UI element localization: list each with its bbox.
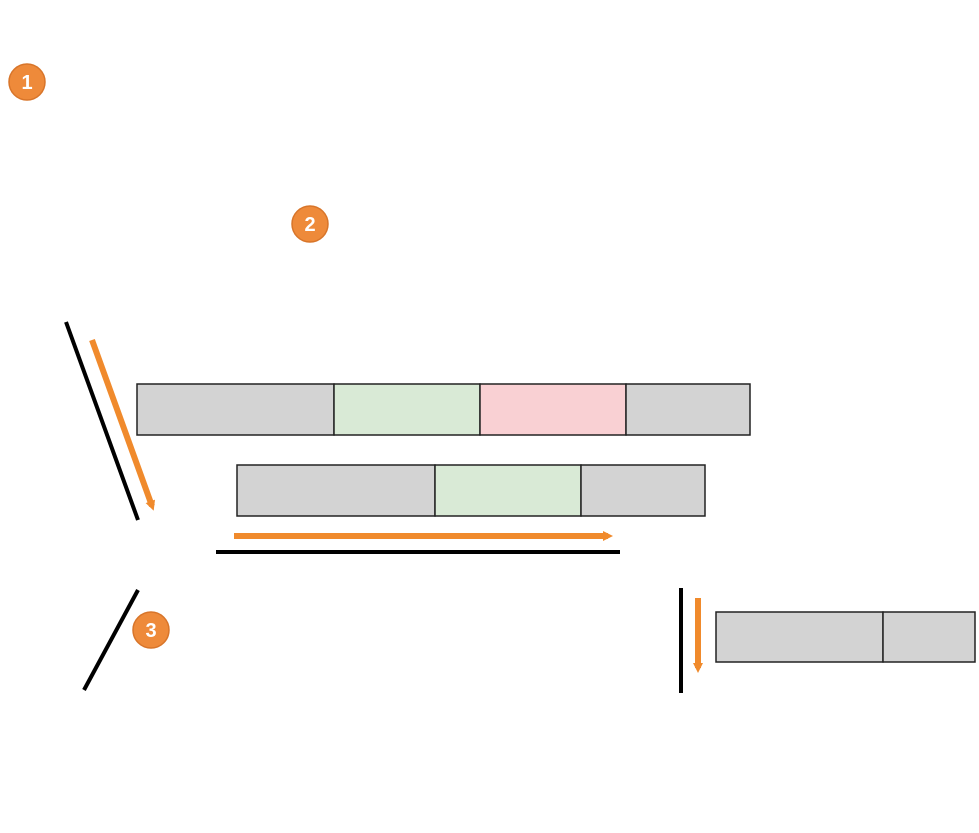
flow-arrow-pc1-to-switch1 [89,338,156,511]
frame-field [434,464,582,517]
link-pc1-switch1 [64,321,140,521]
step-badge-1: 1 [8,63,46,101]
frame-field [236,464,436,517]
step-label: 1 [21,72,32,94]
link-pc2-switch1 [82,589,140,691]
frame-field [479,383,627,436]
frame-field [625,383,751,436]
frame-1 [136,383,751,436]
frame-field [882,611,976,663]
frame-field [715,611,884,663]
step-label: 2 [304,214,315,236]
frame-field [136,383,335,436]
links [64,321,683,693]
frame-2 [236,464,706,517]
flow-arrows [89,338,703,673]
frame-field [333,383,481,436]
frame-field [580,464,706,517]
step-badge-3: 3 [132,611,170,649]
frame-3 [715,611,976,663]
step-badge-2: 2 [291,205,329,243]
step-label: 3 [145,620,156,642]
